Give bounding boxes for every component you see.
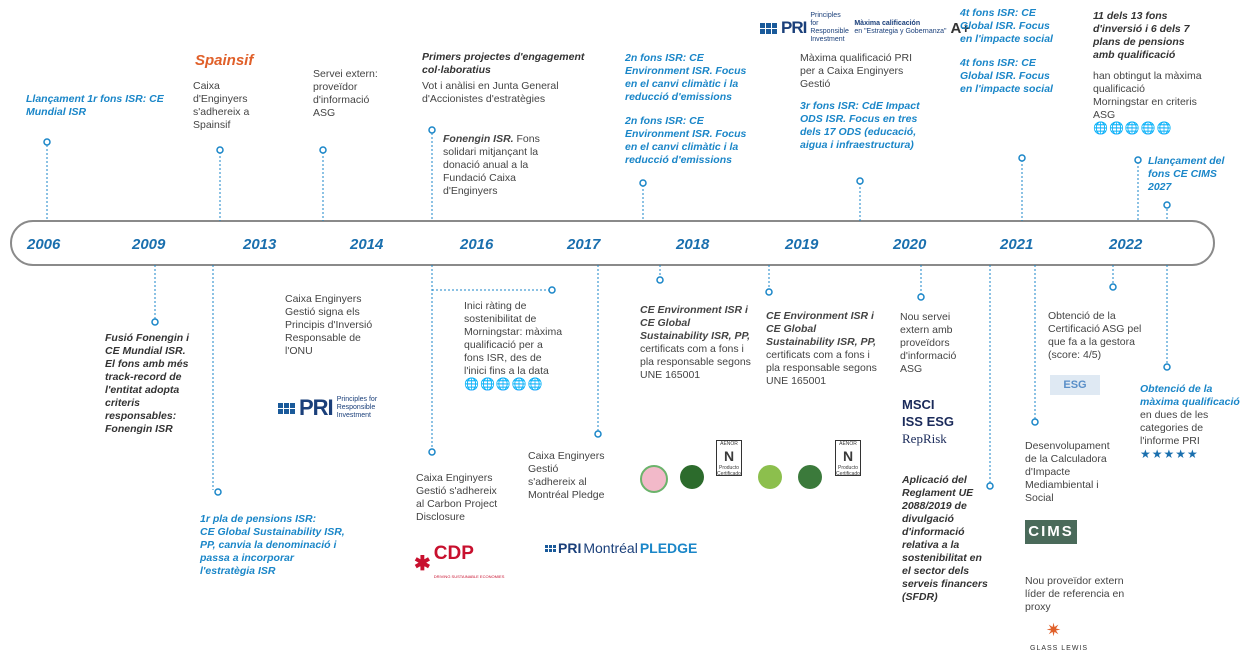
event-2021-top-b: 4t fons ISR: CE Global ISR. Focus en l'i… bbox=[960, 57, 1053, 95]
spainsif-logo: Spainsif bbox=[195, 52, 254, 69]
event-2019-top-a: Màxima qualificació PRI per a Caixa Engi… bbox=[800, 52, 913, 90]
year-2009: 2009 bbox=[132, 236, 166, 253]
iss-esg-logo: ISS ESG bbox=[902, 414, 955, 429]
timeline-bar bbox=[10, 220, 1215, 266]
rating-stars-icon: ★★★★★ bbox=[1140, 447, 1199, 461]
event-2019-top-b: 3r fons ISR: CdE Impact ODS ISR. Focus e… bbox=[800, 100, 920, 151]
event-2021-glasslewis: Nou proveïdor extern líder de referencia… bbox=[1025, 575, 1125, 613]
esg-cert-logo: ESG bbox=[1050, 375, 1100, 395]
event-2020-providers: Nou servei extern amb proveïdors d'infor… bbox=[900, 311, 957, 375]
event-2017: Caixa Enginyers Gestió s'adhereix al Mon… bbox=[528, 450, 605, 501]
year-2021: 2021 bbox=[1000, 236, 1034, 253]
glass-lewis-star-icon: ✷ bbox=[1046, 620, 1062, 640]
event-2014-top: Servei extern: proveïdor d'informació AS… bbox=[313, 68, 378, 119]
year-2016: 2016 bbox=[460, 236, 494, 253]
event-2022-esg-cert: Obtenció de la Certificació ASG pel que … bbox=[1048, 310, 1142, 361]
glass-lewis-logo: GLASS LEWIS bbox=[1030, 645, 1089, 652]
event-2013-top: Caixa d'Enginyers s'adhereix a Spainsif bbox=[193, 80, 250, 131]
event-2016-engagement-title: Primers projectes d'engagement col·labor… bbox=[422, 51, 585, 76]
event-2020-sfdr: Aplicació del Reglament UE 2088/2019 de … bbox=[902, 474, 988, 603]
cdp-mark-icon: ✱ bbox=[414, 552, 431, 575]
pri-rating-badge: PRI Principles for Responsible Investmen… bbox=[760, 12, 970, 44]
event-2019-une: CE Environment ISR i CE Global Sustainab… bbox=[766, 310, 877, 387]
event-2021-cims: Desenvolupament de la Calculadora d'Impa… bbox=[1025, 440, 1110, 504]
event-2022-pri-rating: Obtenció de la màxima qualificació en du… bbox=[1140, 383, 1245, 461]
event-2014-pri: Caixa Enginyers Gestió signa els Princip… bbox=[285, 293, 373, 357]
year-2022: 2022 bbox=[1109, 236, 1143, 253]
year-2018: 2018 bbox=[676, 236, 710, 253]
year-2019: 2019 bbox=[785, 236, 819, 253]
pri-logo: PRI Principles for Responsible Investmen… bbox=[278, 395, 397, 421]
morningstar-globes-icon-2016: 🌐🌐🌐🌐🌐 bbox=[464, 377, 544, 391]
event-2016-fonengin: Fonengin ISR. Fons solidari mitjançant l… bbox=[443, 133, 540, 197]
cims-logo: CIMS bbox=[1025, 520, 1077, 544]
esg-providers-logos: MSCI ISS ESG RepRisk bbox=[902, 396, 954, 447]
pri-mark-icon bbox=[760, 22, 777, 34]
event-2009: Fusió Fonengin i CE Mundial ISR. El fons… bbox=[105, 332, 189, 435]
event-2013-pension: 1r pla de pensions ISR:CE Global Sustain… bbox=[200, 513, 345, 577]
year-2006: 2006 bbox=[27, 236, 61, 253]
event-2016-engagement-text: Vot i anàlisi en Junta General d'Accioni… bbox=[422, 80, 559, 105]
event-2018-une: CE Environment ISR i CE Global Sustainab… bbox=[640, 304, 751, 381]
year-2017: 2017 bbox=[567, 236, 601, 253]
morningstar-globes-icon: 🌐🌐🌐🌐🌐 bbox=[1093, 121, 1173, 135]
cert-badge-icon-2 bbox=[758, 465, 782, 489]
event-2018-top-b: 2n fons ISR: CE Environment ISR. Focus e… bbox=[625, 115, 747, 166]
event-2022-morningstar-text: han obtingut la màxima qualificació Morn… bbox=[1093, 70, 1202, 135]
cert-badge-icon-1 bbox=[640, 465, 668, 493]
event-2022-cims: Llançament del fons CE CIMS 2027 bbox=[1148, 155, 1225, 193]
reprisk-logo: RepRisk bbox=[902, 431, 947, 446]
event-2022-morningstar-title: 11 dels 13 fons d'inversió i 6 dels 7 pl… bbox=[1093, 10, 1190, 61]
event-2021-top-a: 4t fons ISR: CE Global ISR. Focus en l'i… bbox=[960, 7, 1053, 45]
year-2020: 2020 bbox=[893, 236, 927, 253]
event-2016-cdp: Caixa Enginyers Gestió s'adhereix al Car… bbox=[416, 472, 498, 523]
event-2018-top-a: 2n fons ISR: CE Environment ISR. Focus e… bbox=[625, 52, 747, 103]
montreal-pri-icon bbox=[545, 544, 556, 552]
pri-logo-icon bbox=[278, 402, 295, 414]
msci-logo: MSCI bbox=[902, 397, 935, 412]
event-2006: Llançament 1r fons ISR: CE Mundial ISR bbox=[26, 93, 164, 118]
cert-heart-icon-1 bbox=[680, 465, 704, 489]
cert-heart-icon-2 bbox=[798, 465, 822, 489]
year-2013: 2013 bbox=[243, 236, 277, 253]
event-2016-morningstar: Inici ràting de sostenibilitat de Mornin… bbox=[464, 300, 563, 391]
year-2014: 2014 bbox=[350, 236, 384, 253]
